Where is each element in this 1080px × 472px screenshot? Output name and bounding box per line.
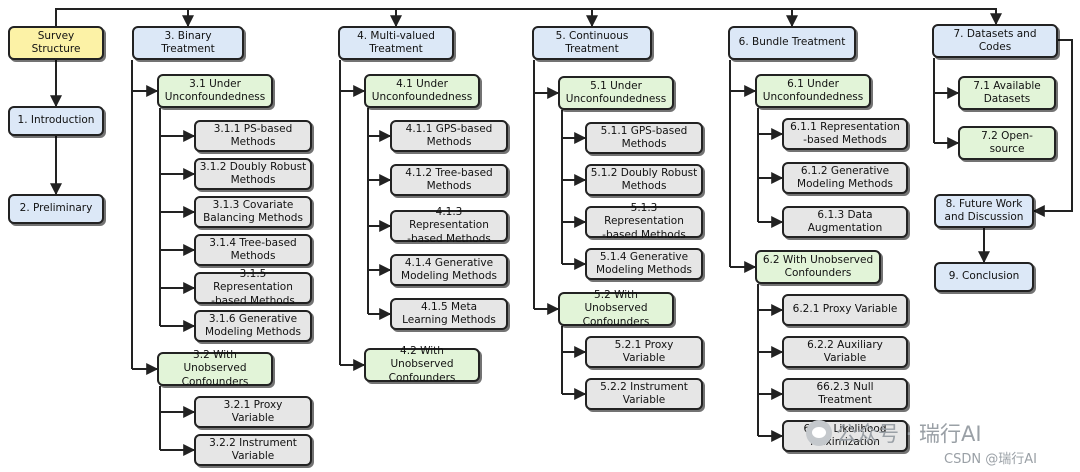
node-3-1-4: 3.1.4 Tree-based Methods <box>194 234 312 266</box>
node-3-1-under-unconfoundedness: 3.1 Under Unconfoundedness <box>157 74 273 108</box>
node-6-1-1: 6.1.1 Representation -based Methods <box>782 118 908 150</box>
node-5-1-4: 5.1.4 Generative Modeling Methods <box>585 248 703 280</box>
watermark-csdn: CSDN @瑞行AI <box>944 452 1037 467</box>
node-5-1-1: 5.1.1 GPS-based Methods <box>585 122 703 154</box>
node-6-2-3: 66.2.3 Null Treatment <box>782 378 908 410</box>
node-3-2-unobserved-confounders: 3.2 With Unobserved Confounders <box>157 349 273 388</box>
node-4-1-under-unconfoundedness: 4.1 Under Unconfoundedness <box>364 74 480 108</box>
node-datasets-and-codes: 7. Datasets and Codes <box>932 24 1058 58</box>
node-continuous-treatment: 5. Continuous Treatment <box>532 26 652 60</box>
node-multi-valued-treatment: 4. Multi-valued Treatment <box>338 26 454 60</box>
node-6-1-2: 6.1.2 Generative Modeling Methods <box>782 162 908 194</box>
wechat-logo-icon <box>806 420 832 446</box>
node-survey-structure: Survey Structure <box>8 26 104 60</box>
node-5-1-2: 5.1.2 Doubly Robust Methods <box>585 164 703 196</box>
node-6-2-unobserved-confounders: 6.2 With Unobserved Confounders <box>755 250 881 284</box>
node-preliminary: 2. Preliminary <box>8 194 104 224</box>
node-conclusion: 9. Conclusion <box>934 262 1034 292</box>
node-future-work: 8. Future Work and Discussion <box>934 194 1034 228</box>
node-4-1-4: 4.1.4 Generative Modeling Methods <box>390 254 508 286</box>
node-6-1-under-unconfoundedness: 6.1 Under Unconfoundedness <box>755 74 871 108</box>
node-4-1-1: 4.1.1 GPS-based Methods <box>390 120 508 152</box>
node-4-1-5: 4.1.5 Meta Learning Methods <box>390 298 508 330</box>
node-introduction: 1. Introduction <box>8 106 104 136</box>
node-3-2-1: 3.2.1 Proxy Variable <box>194 396 312 428</box>
datasets-to-future <box>1032 39 1073 217</box>
node-6-2-2: 6.2.2 Auxiliary Variable <box>782 336 908 368</box>
node-3-1-1: 3.1.1 PS-based Methods <box>194 120 312 152</box>
node-7-1-available-datasets: 7.1 Available Datasets <box>958 76 1056 110</box>
node-6-1-3: 6.1.3 Data Augmentation <box>782 206 908 238</box>
top-bus <box>55 8 1002 26</box>
node-6-2-1: 6.2.1 Proxy Variable <box>782 294 908 326</box>
node-5-2-unobserved-confounders: 5.2 With Unobserved Confounders <box>558 289 674 328</box>
node-3-1-5: 3.1.5 Representation -based Methods <box>194 268 312 307</box>
node-4-1-2: 4.1.2 Tree-based Methods <box>390 164 508 196</box>
node-5-2-1: 5.2.1 Proxy Variable <box>585 336 703 368</box>
node-3-1-2: 3.1.2 Doubly Robust Methods <box>194 158 312 190</box>
node-3-1-6: 3.1.6 Generative Modeling Methods <box>194 310 312 342</box>
node-5-2-2: 5.2.2 Instrument Variable <box>585 378 703 410</box>
node-5-1-under-unconfoundedness: 5.1 Under Unconfoundedness <box>558 76 674 110</box>
watermark-wechat: 公众号 · 瑞行AI <box>836 422 982 446</box>
node-5-1-3: 5.1.3 Representation -based Methods <box>585 202 703 241</box>
node-4-2-unobserved-confounders: 4.2 With Unobserved Confounders <box>364 345 480 384</box>
node-bundle-treatment: 6. Bundle Treatment <box>728 26 856 60</box>
node-3-1-3: 3.1.3 Covariate Balancing Methods <box>194 196 312 228</box>
node-7-2-open-source: 7.2 Open- source <box>958 126 1056 160</box>
node-binary-treatment: 3. Binary Treatment <box>132 26 244 60</box>
node-4-1-3: 4.1.3 Representation -based Methods <box>390 206 508 245</box>
node-3-2-2: 3.2.2 Instrument Variable <box>194 434 312 466</box>
